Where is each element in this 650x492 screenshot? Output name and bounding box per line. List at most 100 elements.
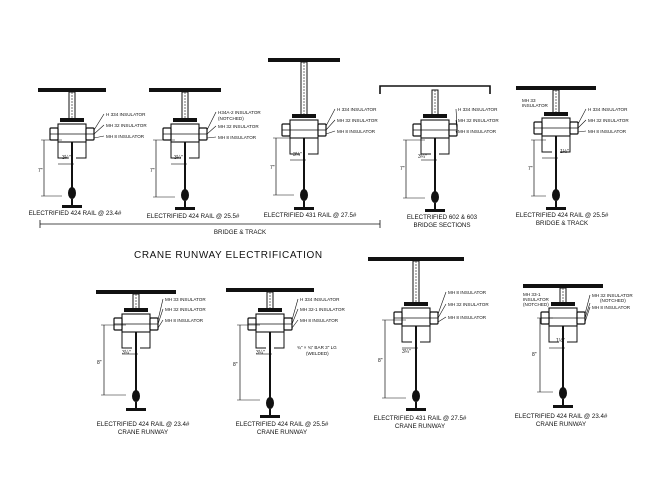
figure-5-leader-2 — [577, 119, 587, 129]
figure-1-lower-flange — [60, 118, 84, 122]
figure-5-height-dim: 7" — [528, 166, 533, 172]
figure-9-leader-3 — [584, 306, 591, 323]
figure-6-rail-base — [126, 408, 146, 411]
figure-4-rail-head — [431, 191, 439, 203]
figure-9-caption-line-1: ELECTRIFIED 424 RAIL @ 23.4# — [514, 413, 608, 420]
figure-1-leader-2 — [93, 124, 105, 135]
figure-6-beam-flange — [96, 290, 176, 294]
figure-1-label-3: MH 8 INSULATOR — [106, 134, 145, 139]
figure-1-arm-right — [76, 142, 87, 159]
figure-2-label-4: MH 8 INSULATOR — [218, 135, 257, 140]
figure-1-rail-base — [62, 205, 82, 208]
figure-9-label-5: (NOTCHED) — [600, 298, 626, 303]
figure-3-rail-head — [300, 189, 308, 201]
figure-3-label-3: MH 8 INSULATOR — [337, 129, 376, 134]
figure-4-leader-1 — [455, 108, 458, 127]
figure-2-caption: ELECTRIFIED 424 RAIL @ 25.5# — [146, 213, 240, 220]
figure-2-arm-left — [170, 142, 181, 159]
figure-9-arm-left — [548, 326, 559, 343]
figure-8-leader-2 — [437, 303, 447, 319]
figure-3-label-1: H 334 INSULATOR — [337, 107, 377, 112]
figure-6-rail-head — [132, 390, 140, 402]
figure-7-leader-1 — [291, 298, 299, 321]
figure-3-beam-flange — [268, 58, 340, 62]
figure-9-beam-flange — [523, 284, 603, 288]
figure-2-lower-flange — [173, 118, 197, 122]
figure-2-arm-right — [189, 142, 200, 159]
figure-2-leader-2 — [206, 125, 217, 135]
figure-1-leader-3 — [93, 135, 105, 139]
figure-5-label-2: INSULATOR — [522, 103, 548, 108]
figure-2-label-2: (NOTCHED) — [218, 116, 244, 121]
figure-8-lower-flange — [404, 302, 428, 306]
figure-9-caption-line-2: CRANE RUNWAY — [535, 421, 587, 428]
figure-3-leader-1 — [325, 108, 336, 127]
figure-5-arm-left — [541, 136, 552, 153]
figure-9-leader-1 — [584, 294, 591, 315]
figure-1-caption: ELECTRIFIED 424 RAIL @ 23.4# — [28, 210, 122, 217]
figure-8-height-dim: 8" — [378, 358, 383, 364]
figure-6-lower-flange — [124, 308, 148, 312]
figure-3-lower-flange — [292, 114, 316, 118]
figure-6-caption-line-1: ELECTRIFIED 424 RAIL @ 23.4# — [96, 421, 190, 428]
figure-1-height-dim: 7" — [38, 168, 43, 174]
figure-6-clamp — [121, 313, 151, 333]
figure-6-arm-right — [140, 332, 151, 349]
figure-6-label-2: MH 32 INSULATOR — [165, 307, 206, 312]
figure-6-arm-left — [121, 332, 132, 349]
figure-7-leader-3 — [291, 319, 299, 329]
figure-7-caption-line-2: CRANE RUNWAY — [256, 429, 308, 436]
figure-9-height-dim: 8" — [532, 352, 537, 358]
figure-1-label-2: MH 32 INSULATOR — [106, 123, 147, 128]
figure-7-leader-2 — [291, 308, 299, 325]
figure-8-leader-1 — [437, 291, 447, 315]
figure-1-beam-flange — [38, 88, 106, 92]
figure-9-width-dim: 1½" — [556, 338, 565, 344]
figure-4-rail-base — [425, 209, 445, 212]
bottom-note: BRIDGE & TRACK — [213, 229, 267, 236]
figure-2-width-dim: 3¼" — [174, 155, 183, 161]
figure-5-caption-line-2: BRIDGE & TRACK — [535, 220, 589, 227]
figure-7-label-3: MH 8 INSULATOR — [300, 318, 339, 323]
figure-5-leader-1 — [577, 108, 587, 125]
figure-4-caption-line-2: BRIDGE SECTIONS — [413, 222, 471, 229]
figure-7-bar-note: ¾" × ¾" BAR 3" LG — [297, 345, 337, 350]
figure-7-lower-flange — [258, 308, 282, 312]
figure-8-label-3: MH 8 INSULATOR — [448, 315, 487, 320]
figure-9-clamp — [548, 307, 578, 327]
figure-4-label-1: H 334 INSULATOR — [458, 107, 498, 112]
figure-1-rail-head — [68, 187, 76, 199]
figure-4-label-3: MH 8 INSULATOR — [458, 129, 497, 134]
figure-5-label-3: H 334 INSULATOR — [588, 107, 628, 112]
figure-1-leader-1 — [93, 113, 105, 131]
figure-3-caption: ELECTRIFIED 431 RAIL @ 27.5# — [263, 212, 357, 219]
figure-9-label-2: INSULATOR — [523, 297, 549, 302]
figure-9-leader-2 — [584, 302, 591, 319]
figure-7-label-1: H 334 INSULATOR — [300, 297, 340, 302]
figure-6-label-3: MH 8 INSULATOR — [165, 318, 204, 323]
figure-9-rail-head — [559, 387, 567, 399]
figure-8-beam-flange — [368, 257, 464, 261]
figure-1-label-1: H 334 INSULATOR — [106, 112, 146, 117]
figure-8-rail-base — [406, 408, 426, 411]
figure-3-height-dim: 7" — [270, 165, 275, 171]
figure-3-label-2: MH 32 INSULATOR — [337, 118, 378, 123]
figure-8-width-dim: 3¼" — [402, 349, 411, 355]
figure-9-label-6: MH 8 INSULATOR — [592, 305, 631, 310]
figure-6-width-dim: 3¼" — [122, 350, 131, 356]
figure-3-rail-base — [294, 207, 314, 210]
figure-2-leader-1 — [206, 111, 217, 131]
figure-3-width-dim: 3¼" — [293, 152, 302, 158]
figure-5-beam-flange — [516, 86, 596, 90]
figure-7-clamp — [255, 313, 285, 333]
figure-6-leader-2 — [157, 308, 164, 325]
figure-2-label-1: H34A-2 INSULATOR — [218, 110, 261, 115]
figure-1-clamp — [57, 123, 87, 143]
figure-5-leader-3 — [577, 130, 587, 133]
figure-5-clamp — [541, 117, 571, 137]
figure-4-arm-left — [420, 138, 431, 155]
figure-4-leader-2 — [455, 119, 458, 131]
figure-6-leader-1 — [157, 298, 164, 321]
figure-7-label-2: MH 32-1 INSULATOR — [300, 307, 345, 312]
figure-8-caption-line-2: CRANE RUNWAY — [394, 423, 446, 430]
